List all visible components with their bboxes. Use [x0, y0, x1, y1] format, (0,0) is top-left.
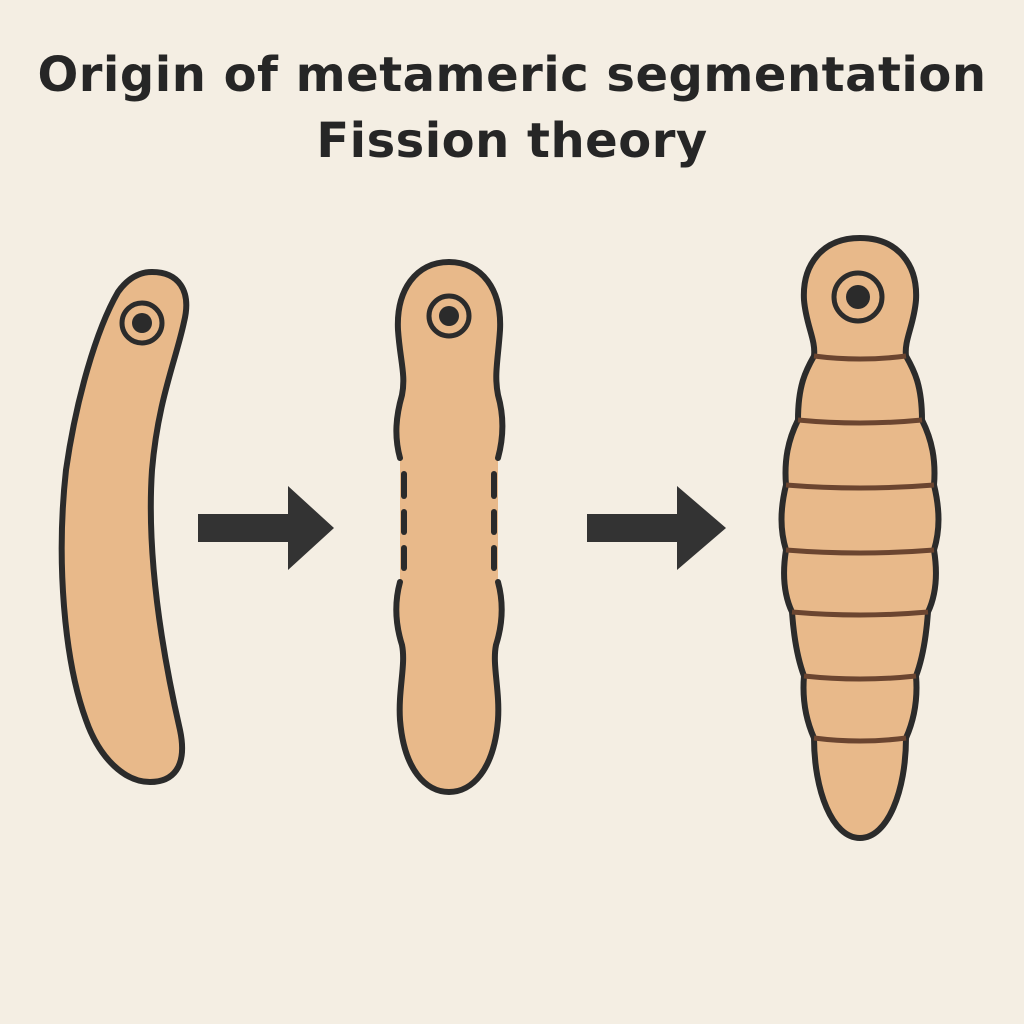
worm-body [58, 269, 190, 785]
diagram-subtitle: Fission theory [316, 113, 708, 169]
worm-outline-upper [393, 258, 506, 461]
eye-pupil-icon [439, 306, 459, 326]
stage-1-unsegmented-worm [58, 269, 190, 785]
eye-ring-icon [119, 300, 165, 346]
eye-pupil-icon [846, 285, 870, 309]
eye-ring-icon [426, 293, 472, 339]
segment-boundary [813, 353, 907, 362]
segment-boundary [785, 482, 935, 491]
segment-boundary [813, 735, 907, 744]
stage-3-segmented-worm [778, 235, 942, 841]
eye-pupil-icon [132, 313, 152, 333]
worm-body [396, 262, 502, 792]
segment-boundary [791, 609, 929, 618]
segment-boundary [803, 673, 917, 682]
segment-boundary [797, 417, 923, 426]
arrow-right-icon [587, 486, 726, 570]
worm-body [778, 235, 942, 841]
diagram-title: Origin of metameric segmentation [37, 47, 987, 103]
stage-2-dividing-worm [393, 258, 506, 796]
eye-ring-icon [831, 270, 885, 324]
arrow-right-icon [198, 486, 334, 570]
segment-boundary [785, 547, 935, 556]
worm-outline-lower [393, 579, 505, 796]
